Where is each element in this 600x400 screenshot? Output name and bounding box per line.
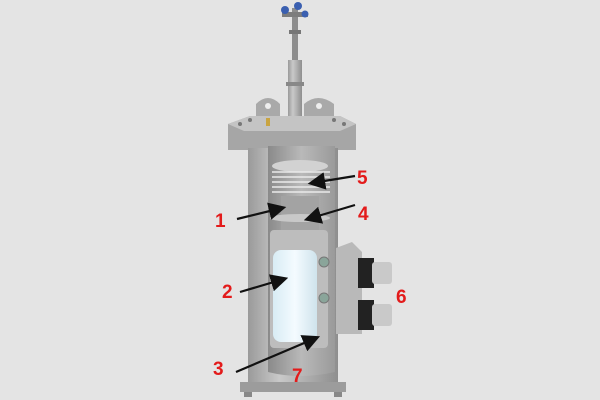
valve-knob-icon (301, 10, 309, 18)
label-1: 1 (215, 211, 226, 232)
label-2: 2 (222, 282, 233, 303)
label-4: 4 (358, 204, 369, 225)
leader-arrow-5 (307, 172, 356, 190)
leader-arrow-4 (303, 203, 356, 224)
label-5: 5 (357, 168, 368, 189)
side-ports (336, 242, 392, 334)
label-6: 6 (396, 287, 407, 308)
label-7: 7 (292, 366, 303, 387)
base-ring (240, 382, 346, 392)
leader-arrow-1 (236, 202, 287, 221)
label-3: 3 (213, 359, 224, 380)
leader-arrow-3 (235, 335, 321, 374)
sample (273, 250, 317, 342)
top-flange (228, 116, 356, 150)
valve-knob-icon (281, 6, 289, 14)
leader-arrow-2 (239, 274, 289, 294)
valve-assembly (281, 2, 309, 125)
valve-knob-icon (294, 2, 302, 10)
